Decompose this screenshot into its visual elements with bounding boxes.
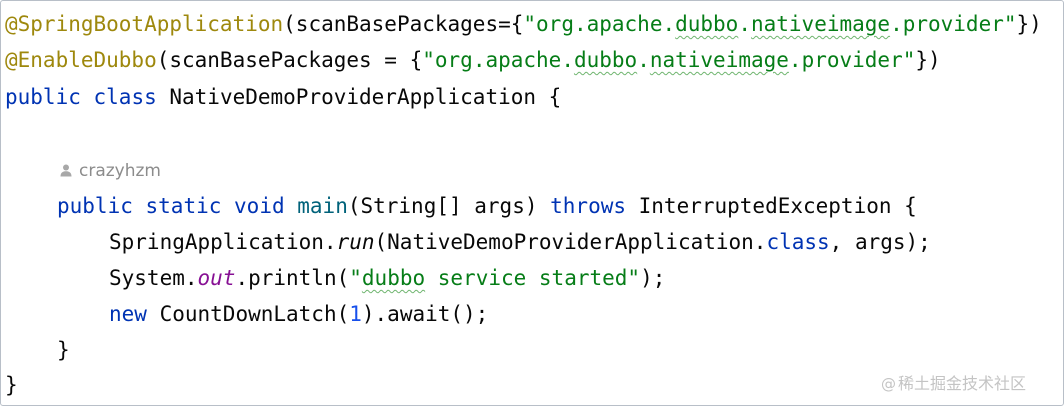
typo-underline: nativeimage xyxy=(649,48,789,72)
keyword-throws: throws xyxy=(550,194,626,218)
code-line-8: new CountDownLatch(1).await(); xyxy=(109,302,489,326)
user-icon xyxy=(60,164,72,177)
typo-underline: dubbo xyxy=(573,48,638,72)
code-line-9: } xyxy=(57,338,70,362)
keyword-class: class xyxy=(93,85,157,109)
typo-underline: dubbo xyxy=(361,266,426,290)
method-name-main: main xyxy=(297,194,348,218)
class-name: NativeDemoProviderApplication { xyxy=(156,85,562,109)
keyword-public: public xyxy=(57,194,133,218)
watermark: @稀土掘金技术社区 xyxy=(881,374,1027,393)
code-line-2: @EnableDubbo(scanBasePackages = {"org.ap… xyxy=(5,48,941,72)
code-line-3: public class NativeDemoProviderApplicati… xyxy=(5,80,561,114)
string-literal: "org.apache.dubbo.nativeimage.provider" xyxy=(523,12,1017,36)
keyword-static: static xyxy=(145,194,222,218)
keyword-class: class xyxy=(766,230,830,254)
keyword-new: new xyxy=(109,302,147,326)
static-method-run: run xyxy=(336,230,375,254)
static-field-out: out xyxy=(197,266,236,290)
code-line-6: SpringApplication.run(NativeDemoProvider… xyxy=(109,230,931,254)
keyword-public: public xyxy=(5,85,81,109)
number-literal: 1 xyxy=(349,302,362,326)
string-literal: "dubbo service started" xyxy=(349,266,641,290)
annotation-enabledubbo: @EnableDubbo xyxy=(5,48,157,72)
code-line-5: public static void main(String[] args) t… xyxy=(57,194,917,218)
typo-underline: dubbo xyxy=(675,12,739,36)
author-inlay-hint[interactable]: crazyhzm xyxy=(59,157,161,185)
annotation-springbootapplication: @SpringBootApplication xyxy=(5,12,284,36)
author-name: crazyhzm xyxy=(79,161,161,181)
string-literal: "org.apache.dubbo.nativeimage.provider" xyxy=(422,48,916,72)
typo-underline: nativeimage xyxy=(750,12,891,36)
keyword-void: void xyxy=(234,194,285,218)
code-line-10: } xyxy=(5,373,18,397)
code-line-7: System.out.println("dubbo service starte… xyxy=(109,266,666,290)
code-line-1: @SpringBootApplication(scanBasePackages=… xyxy=(5,12,1042,36)
